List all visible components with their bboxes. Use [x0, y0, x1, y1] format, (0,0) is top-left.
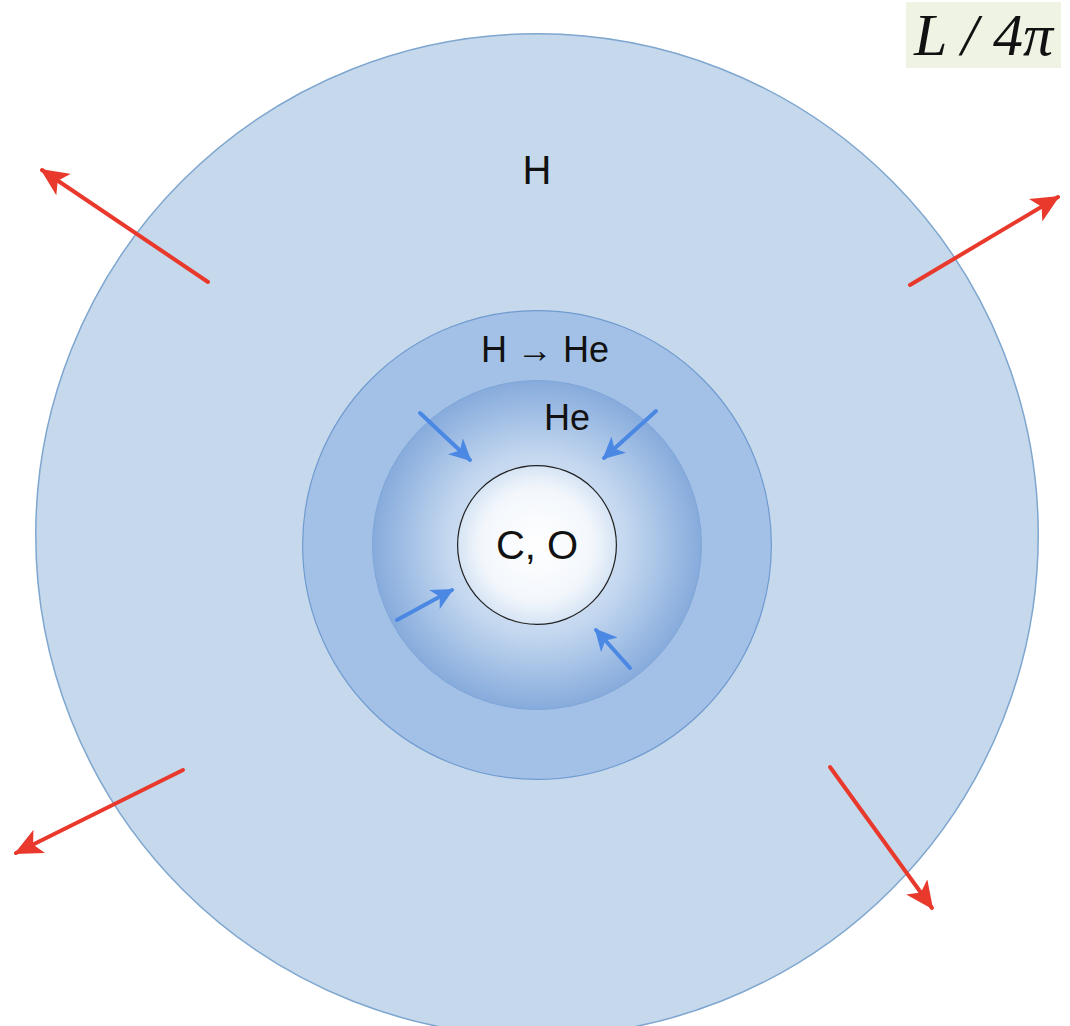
layer-circle	[36, 34, 1039, 1026]
burning-shell-ring: H → He He C, O	[302, 310, 772, 780]
contraction-arrows	[397, 411, 656, 668]
layer-label: C, O	[496, 523, 578, 567]
outflow-arrows	[16, 170, 1058, 908]
contraction-arrow	[420, 413, 470, 460]
layer-circle	[458, 466, 617, 625]
layer-label: H	[523, 148, 552, 192]
contraction-arrow	[596, 630, 630, 668]
contraction-arrow	[604, 411, 656, 458]
outflow-arrow	[16, 770, 183, 853]
helium-layer: He C, O	[372, 380, 702, 710]
envelope-shell: H H → He He C, O	[35, 33, 1039, 1026]
outflow-arrow	[830, 767, 932, 908]
core-circle: C, O	[457, 465, 617, 625]
layer-label: He	[544, 398, 590, 438]
layer-circle	[373, 381, 702, 710]
formula-label: L / 4π	[906, 2, 1061, 68]
contraction-arrow	[397, 590, 452, 620]
layer-label: H → He	[481, 330, 609, 370]
layer-circle	[303, 311, 772, 780]
outflow-arrow	[910, 197, 1058, 285]
outflow-arrow	[42, 170, 208, 282]
